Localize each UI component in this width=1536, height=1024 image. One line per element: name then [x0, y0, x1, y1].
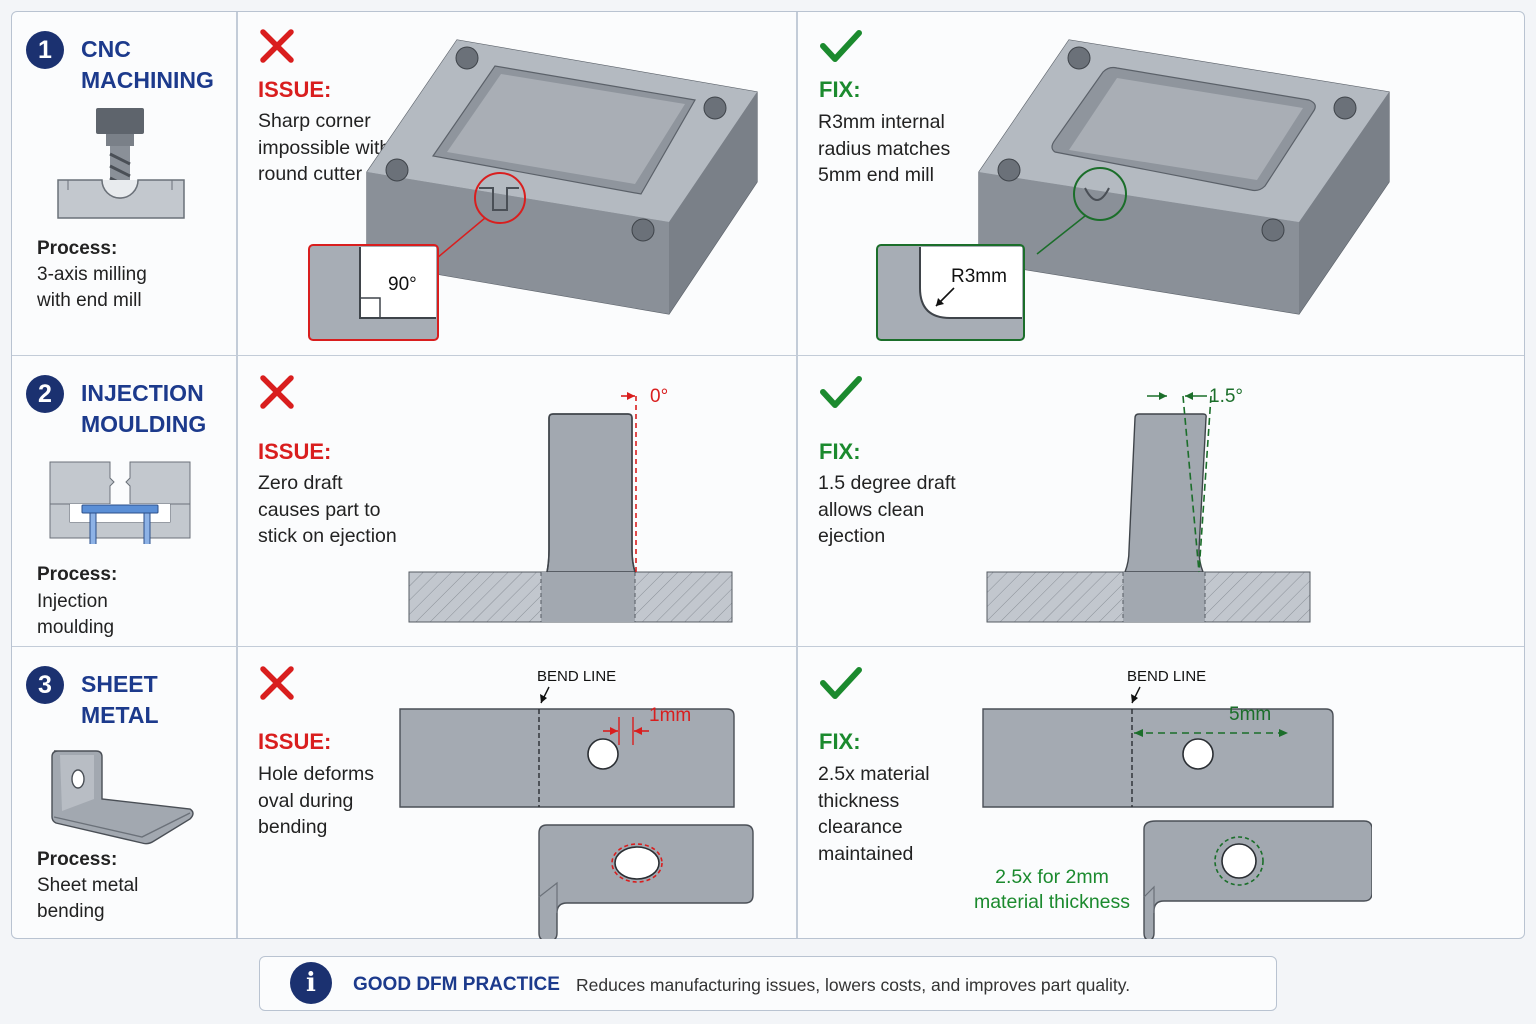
- process-label: Process:: [37, 849, 118, 870]
- issue-tag: ISSUE:: [258, 77, 332, 102]
- rib-with-draft: 1.5°: [986, 386, 1311, 623]
- fix-tag: FIX:: [819, 77, 861, 102]
- process-cell: 3 SHEET METAL Process: Sheet metal bendi…: [12, 647, 236, 939]
- process-text: Injection moulding: [37, 591, 115, 638]
- process-text: Sheet metal bending: [37, 875, 139, 922]
- clearance-note: 2.5x for 2mm material thickness: [973, 866, 1131, 913]
- flat-blank-hole-too-close: BEND LINE 1mm: [399, 668, 754, 939]
- fix-cell: FIX: 1.5 degree draft allows clean eject…: [797, 356, 1524, 647]
- fix-tag: FIX:: [819, 439, 861, 464]
- step-number: 2: [26, 375, 64, 413]
- draft-angle-label: 0°: [650, 386, 668, 407]
- dfm-practice-banner: i GOOD DFM PRACTICE Reduces manufacturin…: [259, 956, 1277, 1011]
- fix-tag: FIX:: [819, 729, 861, 754]
- clearance-label: 1mm: [649, 705, 691, 726]
- pocket-block-radiused-corner: [978, 39, 1390, 315]
- pocket-block-sharp-corner: [366, 39, 758, 315]
- fix-description: 2.5x material thickness clearance mainta…: [818, 763, 930, 865]
- radius-label: R3mm: [951, 266, 1007, 287]
- issue-tag: ISSUE:: [258, 439, 332, 464]
- process-label: Process:: [37, 238, 118, 259]
- process-label: Process:: [37, 564, 118, 585]
- row-cnc-machining: 1 CNC MACHINING Process: 3-axis milling …: [12, 12, 1524, 355]
- issue-description: Hole deforms oval during bending: [258, 763, 374, 838]
- fix-cell: FIX: 2.5x material thickness clearance m…: [797, 647, 1524, 939]
- step-number: 3: [26, 666, 64, 704]
- column-divider: [236, 12, 238, 938]
- issue-cell: ISSUE: Hole deforms oval during bending …: [237, 647, 796, 939]
- issue-x-icon: [260, 29, 294, 63]
- process-title: SHEET METAL: [81, 671, 159, 728]
- row-injection-moulding: 2 INJECTION MOULDING Process: Injection …: [12, 355, 1524, 647]
- banner-title: GOOD DFM PRACTICE: [353, 974, 560, 995]
- banner-text: Reduces manufacturing issues, lowers cos…: [576, 975, 1131, 995]
- sharp-corner-detail: 90°: [308, 244, 439, 341]
- fix-description: 1.5 degree draft allows clean ejection: [818, 472, 956, 547]
- info-icon: i: [290, 962, 332, 1004]
- flat-blank-hole-clearance: BEND LINE 5mm: [982, 668, 1372, 939]
- fix-check-icon: [820, 376, 862, 408]
- process-cell: 2 INJECTION MOULDING Process: Injection …: [12, 356, 236, 647]
- step-number: 1: [26, 31, 64, 69]
- fix-check-icon: [820, 30, 862, 62]
- fix-cell: FIX: R3mm internal radius matches 5mm en…: [797, 12, 1524, 355]
- dfm-comparison-grid: 1 CNC MACHINING Process: 3-axis milling …: [11, 11, 1525, 939]
- bend-line-label: BEND LINE: [537, 668, 616, 685]
- mould-icon: [49, 461, 191, 544]
- radius-corner-detail: R3mm: [876, 244, 1025, 341]
- issue-x-icon: [260, 375, 294, 409]
- issue-cell: ISSUE: Sharp corner impossible with roun…: [237, 12, 796, 355]
- clearance-label: 5mm: [1229, 704, 1271, 725]
- end-mill-icon: [57, 108, 185, 219]
- issue-cell: ISSUE: Zero draft causes part to stick o…: [237, 356, 796, 647]
- angle-label: 90°: [388, 274, 417, 295]
- row-sheet-metal: 3 SHEET METAL Process: Sheet metal bendi…: [12, 646, 1524, 939]
- draft-angle-label: 1.5°: [1209, 386, 1243, 407]
- process-title: CNC MACHINING: [81, 36, 214, 93]
- issue-x-icon: [260, 666, 294, 700]
- issue-description: Sharp corner impossible with round cutte…: [258, 110, 391, 185]
- process-cell: 1 CNC MACHINING Process: 3-axis milling …: [12, 12, 236, 355]
- process-text: 3-axis milling with end mill: [37, 264, 147, 311]
- fix-check-icon: [820, 667, 862, 699]
- rib-zero-draft: 0°: [408, 386, 733, 623]
- issue-tag: ISSUE:: [258, 729, 332, 754]
- bent-bracket-icon: [51, 750, 194, 845]
- issue-description: Zero draft causes part to stick on eject…: [258, 472, 397, 547]
- fix-description: R3mm internal radius matches 5mm end mil…: [818, 111, 951, 186]
- process-title: INJECTION MOULDING: [81, 380, 207, 437]
- bend-line-label: BEND LINE: [1127, 668, 1206, 685]
- column-divider: [796, 12, 798, 938]
